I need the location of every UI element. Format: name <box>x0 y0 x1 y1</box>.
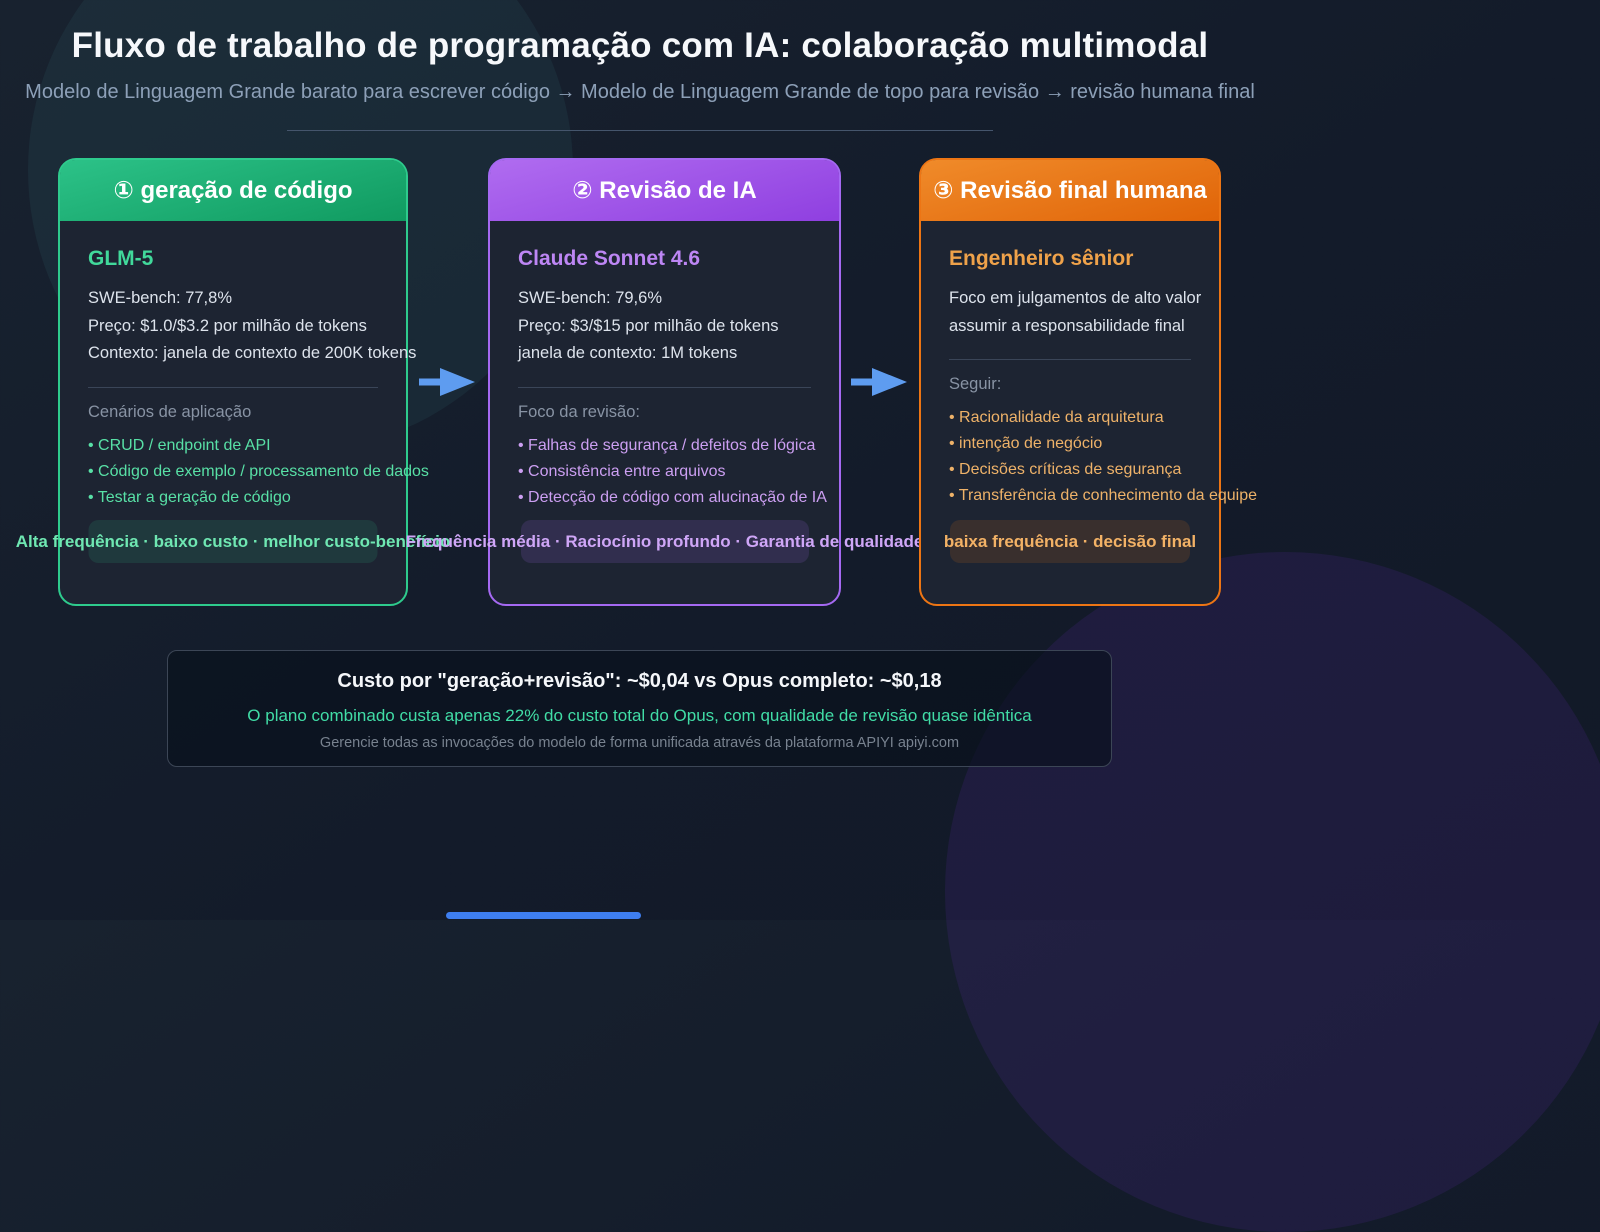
card-code-generation-body: GLM-5 SWE-bench: 77,8% Preço: $1.0/$3.2 … <box>60 221 429 511</box>
page-title: Fluxo de trabalho de programação com IA:… <box>71 26 1209 65</box>
cost-summary-footnote: Gerencie todas as invocações do modelo d… <box>319 735 960 751</box>
section-label: Foco da revisão: <box>518 402 640 421</box>
arrow-right-icon <box>419 368 475 396</box>
bullet-item: • Consistência entre arquivos <box>518 462 726 480</box>
bullet-item: • Decisões críticas de segurança <box>949 461 1182 478</box>
page-header: Fluxo de trabalho de programação com IA:… <box>0 0 1280 131</box>
frequency-badge-label: Alta frequência · baixo custo · melhor c… <box>15 531 451 551</box>
flow-arrow-2 <box>841 158 919 606</box>
header-divider <box>287 130 993 131</box>
card-code-generation: ① geração de código GLM-5 SWE-bench: 77,… <box>16 158 450 606</box>
arrow-right-icon <box>851 368 907 396</box>
card-ai-review-body: Claude Sonnet 4.6 SWE-bench: 79,6% Preço… <box>490 221 839 511</box>
spec-line: SWE-bench: 79,6% <box>518 289 662 307</box>
spec-line: Preço: $1.0/$3.2 por milhão de tokens <box>88 316 367 335</box>
bullet-item: • Testar a geração de código <box>88 488 291 506</box>
frequency-badge: baixa frequência · decisão final <box>944 520 1196 563</box>
card-divider <box>949 359 1191 360</box>
horizontal-scrollbar-thumb[interactable] <box>446 912 641 919</box>
page-subtitle: Modelo de Linguagem Grande barato para e… <box>25 81 1255 103</box>
flow-arrow-1 <box>408 158 488 606</box>
frequency-badge: Frequência média · Raciocínio profundo ·… <box>406 520 923 563</box>
infographic-canvas: Fluxo de trabalho de programação com IA:… <box>0 0 1280 767</box>
bullet-item: • Código de exemplo / processamento de d… <box>88 462 429 480</box>
bullet-item: • Detecção de código com alucinação de I… <box>518 488 827 506</box>
model-name: GLM-5 <box>88 247 154 270</box>
section-label: Cenários de aplicação <box>88 402 252 421</box>
spec-line: Preço: $3/$15 por milhão de tokens <box>518 316 779 335</box>
bullet-item: • Falhas de segurança / defeitos de lógi… <box>518 436 816 454</box>
spec-line: Contexto: janela de contexto de 200K tok… <box>88 344 417 362</box>
cost-summary-box: Custo por "geração+revisão": ~$0,04 vs O… <box>167 650 1112 767</box>
frequency-badge-label: baixa frequência · decisão final <box>943 531 1197 551</box>
section-label: Seguir: <box>949 375 1002 393</box>
card-human-review-body: Engenheiro sênior Foco em julgamentos de… <box>921 221 1258 509</box>
frequency-badge: Alta frequência · baixo custo · melhor c… <box>16 520 450 563</box>
card-ai-review: ② Revisão de IA Claude Sonnet 4.6 SWE-be… <box>406 158 923 606</box>
model-name: Engenheiro sênior <box>949 247 1134 270</box>
spec-line: SWE-bench: 77,8% <box>88 289 232 307</box>
card-divider <box>518 386 811 388</box>
card-divider <box>88 386 378 388</box>
frequency-badge-label: Frequência média · Raciocínio profundo ·… <box>405 531 924 551</box>
workflow-row: ① geração de código GLM-5 SWE-bench: 77,… <box>0 158 1280 606</box>
cost-summary-headline: Custo por "geração+revisão": ~$0,04 vs O… <box>337 670 942 692</box>
model-name: Claude Sonnet 4.6 <box>518 247 701 270</box>
spec-line: assumir a responsabilidade final <box>949 316 1185 335</box>
card-human-review: ③ Revisão final humana Engenheiro sênior… <box>919 158 1258 606</box>
card-ai-review-title: ② Revisão de IA <box>490 160 839 221</box>
bullet-item: • Transferência de conhecimento da equip… <box>949 487 1258 504</box>
bullet-item: • CRUD / endpoint de API <box>88 436 271 454</box>
spec-line: Foco em julgamentos de alto valor <box>949 289 1202 307</box>
spec-line: janela de contexto: 1M tokens <box>518 344 738 362</box>
cost-summary-comparison: O plano combinado custa apenas 22% do cu… <box>247 706 1032 725</box>
bullet-item: • intenção de negócio <box>949 435 1103 452</box>
card-code-generation-title: ① geração de código <box>60 160 406 221</box>
card-human-review-title: ③ Revisão final humana <box>921 160 1219 221</box>
bullet-item: • Racionalidade da arquitetura <box>949 409 1164 426</box>
